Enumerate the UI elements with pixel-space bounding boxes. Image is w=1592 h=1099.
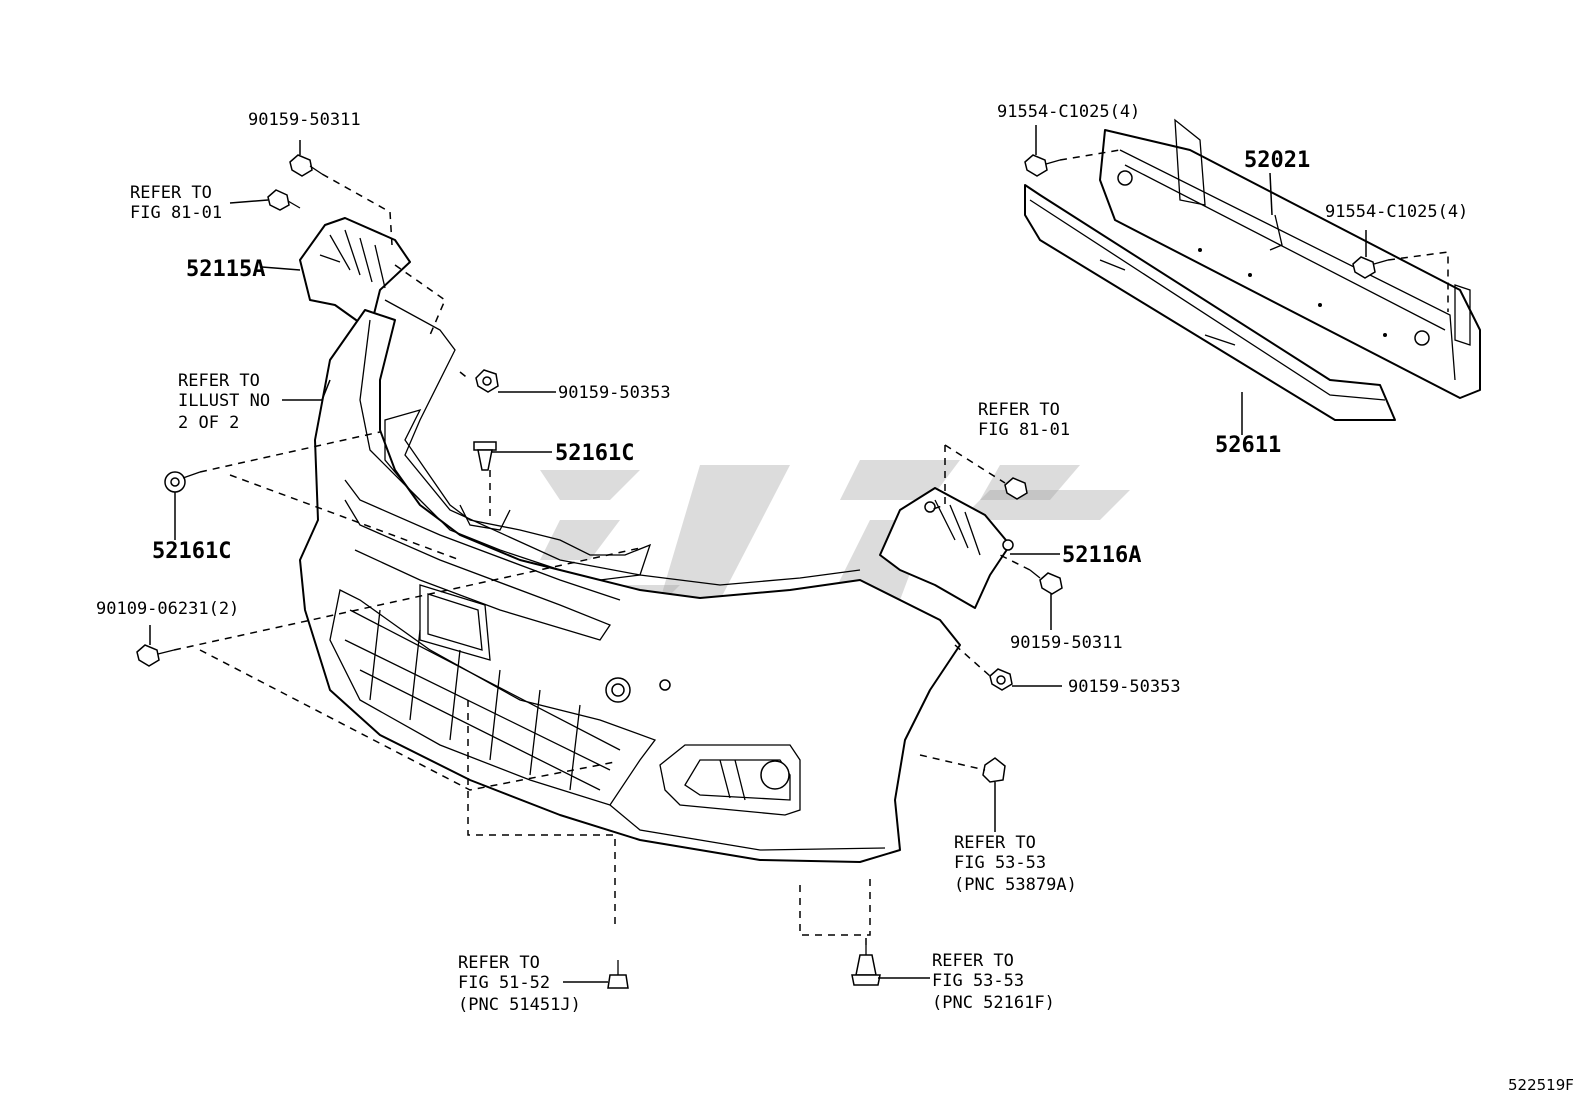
callout-labels: 90159-50311 REFER TO FIG 81-01 52115A RE… [96,102,1574,1094]
label-refer-illust-line2: ILLUST NO [178,391,270,411]
clip-pnc-52161F [851,945,881,986]
label-refer-illust-line3: 2 OF 2 [178,413,239,433]
bolt-pnc-51451J [607,960,629,989]
front-bumper-cover [299,299,961,863]
label-refer-fig-81-01-left-line2: FIG 81-01 [130,203,222,223]
bolt-90159-50311-right [1029,569,1063,595]
label-91554-C1025-right: 91554-C1025(4) [1325,202,1468,222]
clip-52161C-left [164,471,201,493]
bolt-90109-06231 [136,644,175,667]
dashed-guide-lines [173,149,1449,945]
label-refer-fig-51-52-line1: REFER TO [458,953,540,973]
label-52116A: 52116A [1062,543,1141,568]
label-90159-50311-right: 90159-50311 [1010,633,1123,653]
label-refer-fig-51-52-line2: FIG 51-52 [458,973,550,993]
bumper-absorber-52611 [1024,184,1396,421]
label-refer-fig-53-53a-line1: REFER TO [954,833,1036,853]
label-refer-fig-81-01-right-line1: REFER TO [978,400,1060,420]
bumper-side-retainer-52116A [879,487,1014,609]
label-52115A: 52115A [186,257,265,282]
bumper-side-retainer-52115A [299,217,411,331]
label-52021: 52021 [1244,148,1310,173]
figure-id: 522519F [1508,1076,1574,1094]
label-52161C-center: 52161C [555,441,634,466]
bolt-91554-C1025-right [1352,256,1389,279]
label-90159-50353-right: 90159-50353 [1068,677,1181,697]
clip-52161C-center [473,441,497,471]
bumper-reinforcement-52021 [1099,118,1481,399]
label-refer-fig-53-53f-line1: REFER TO [932,951,1014,971]
label-refer-fig-81-01-left-line1: REFER TO [130,183,212,203]
label-refer-fig-53-53a-line2: FIG 53-53 [954,853,1046,873]
label-91554-C1025-top: 91554-C1025(4) [997,102,1140,122]
bolt-refer-fig-81-01-left [267,189,301,211]
leader-lines [149,125,1367,983]
bolt-refer-fig-81-01-right [1004,477,1028,500]
label-90159-50311-top: 90159-50311 [248,110,361,130]
clip-90159-50353-top [475,369,499,393]
bolt-90159-50311-top [289,154,323,177]
bolt-91554-C1025-top [1024,154,1061,177]
label-refer-fig-81-01-right-line2: FIG 81-01 [978,420,1070,440]
label-52611: 52611 [1215,433,1281,458]
label-refer-fig-53-53a-line3: (PNC 53879A) [954,875,1077,895]
label-refer-fig-51-52-line3: (PNC 51451J) [458,995,581,1015]
label-refer-illust-line1: REFER TO [178,371,260,391]
label-90159-50353-top: 90159-50353 [558,383,671,403]
label-52161C-left: 52161C [152,539,231,564]
label-refer-fig-53-53f-line2: FIG 53-53 [932,971,1024,991]
clip-pnc-53879A [982,757,1006,783]
clip-90159-50353-right [989,668,1013,691]
label-90109-06231: 90109-06231(2) [96,599,239,619]
label-refer-fig-53-53f-line3: (PNC 52161F) [932,993,1055,1013]
